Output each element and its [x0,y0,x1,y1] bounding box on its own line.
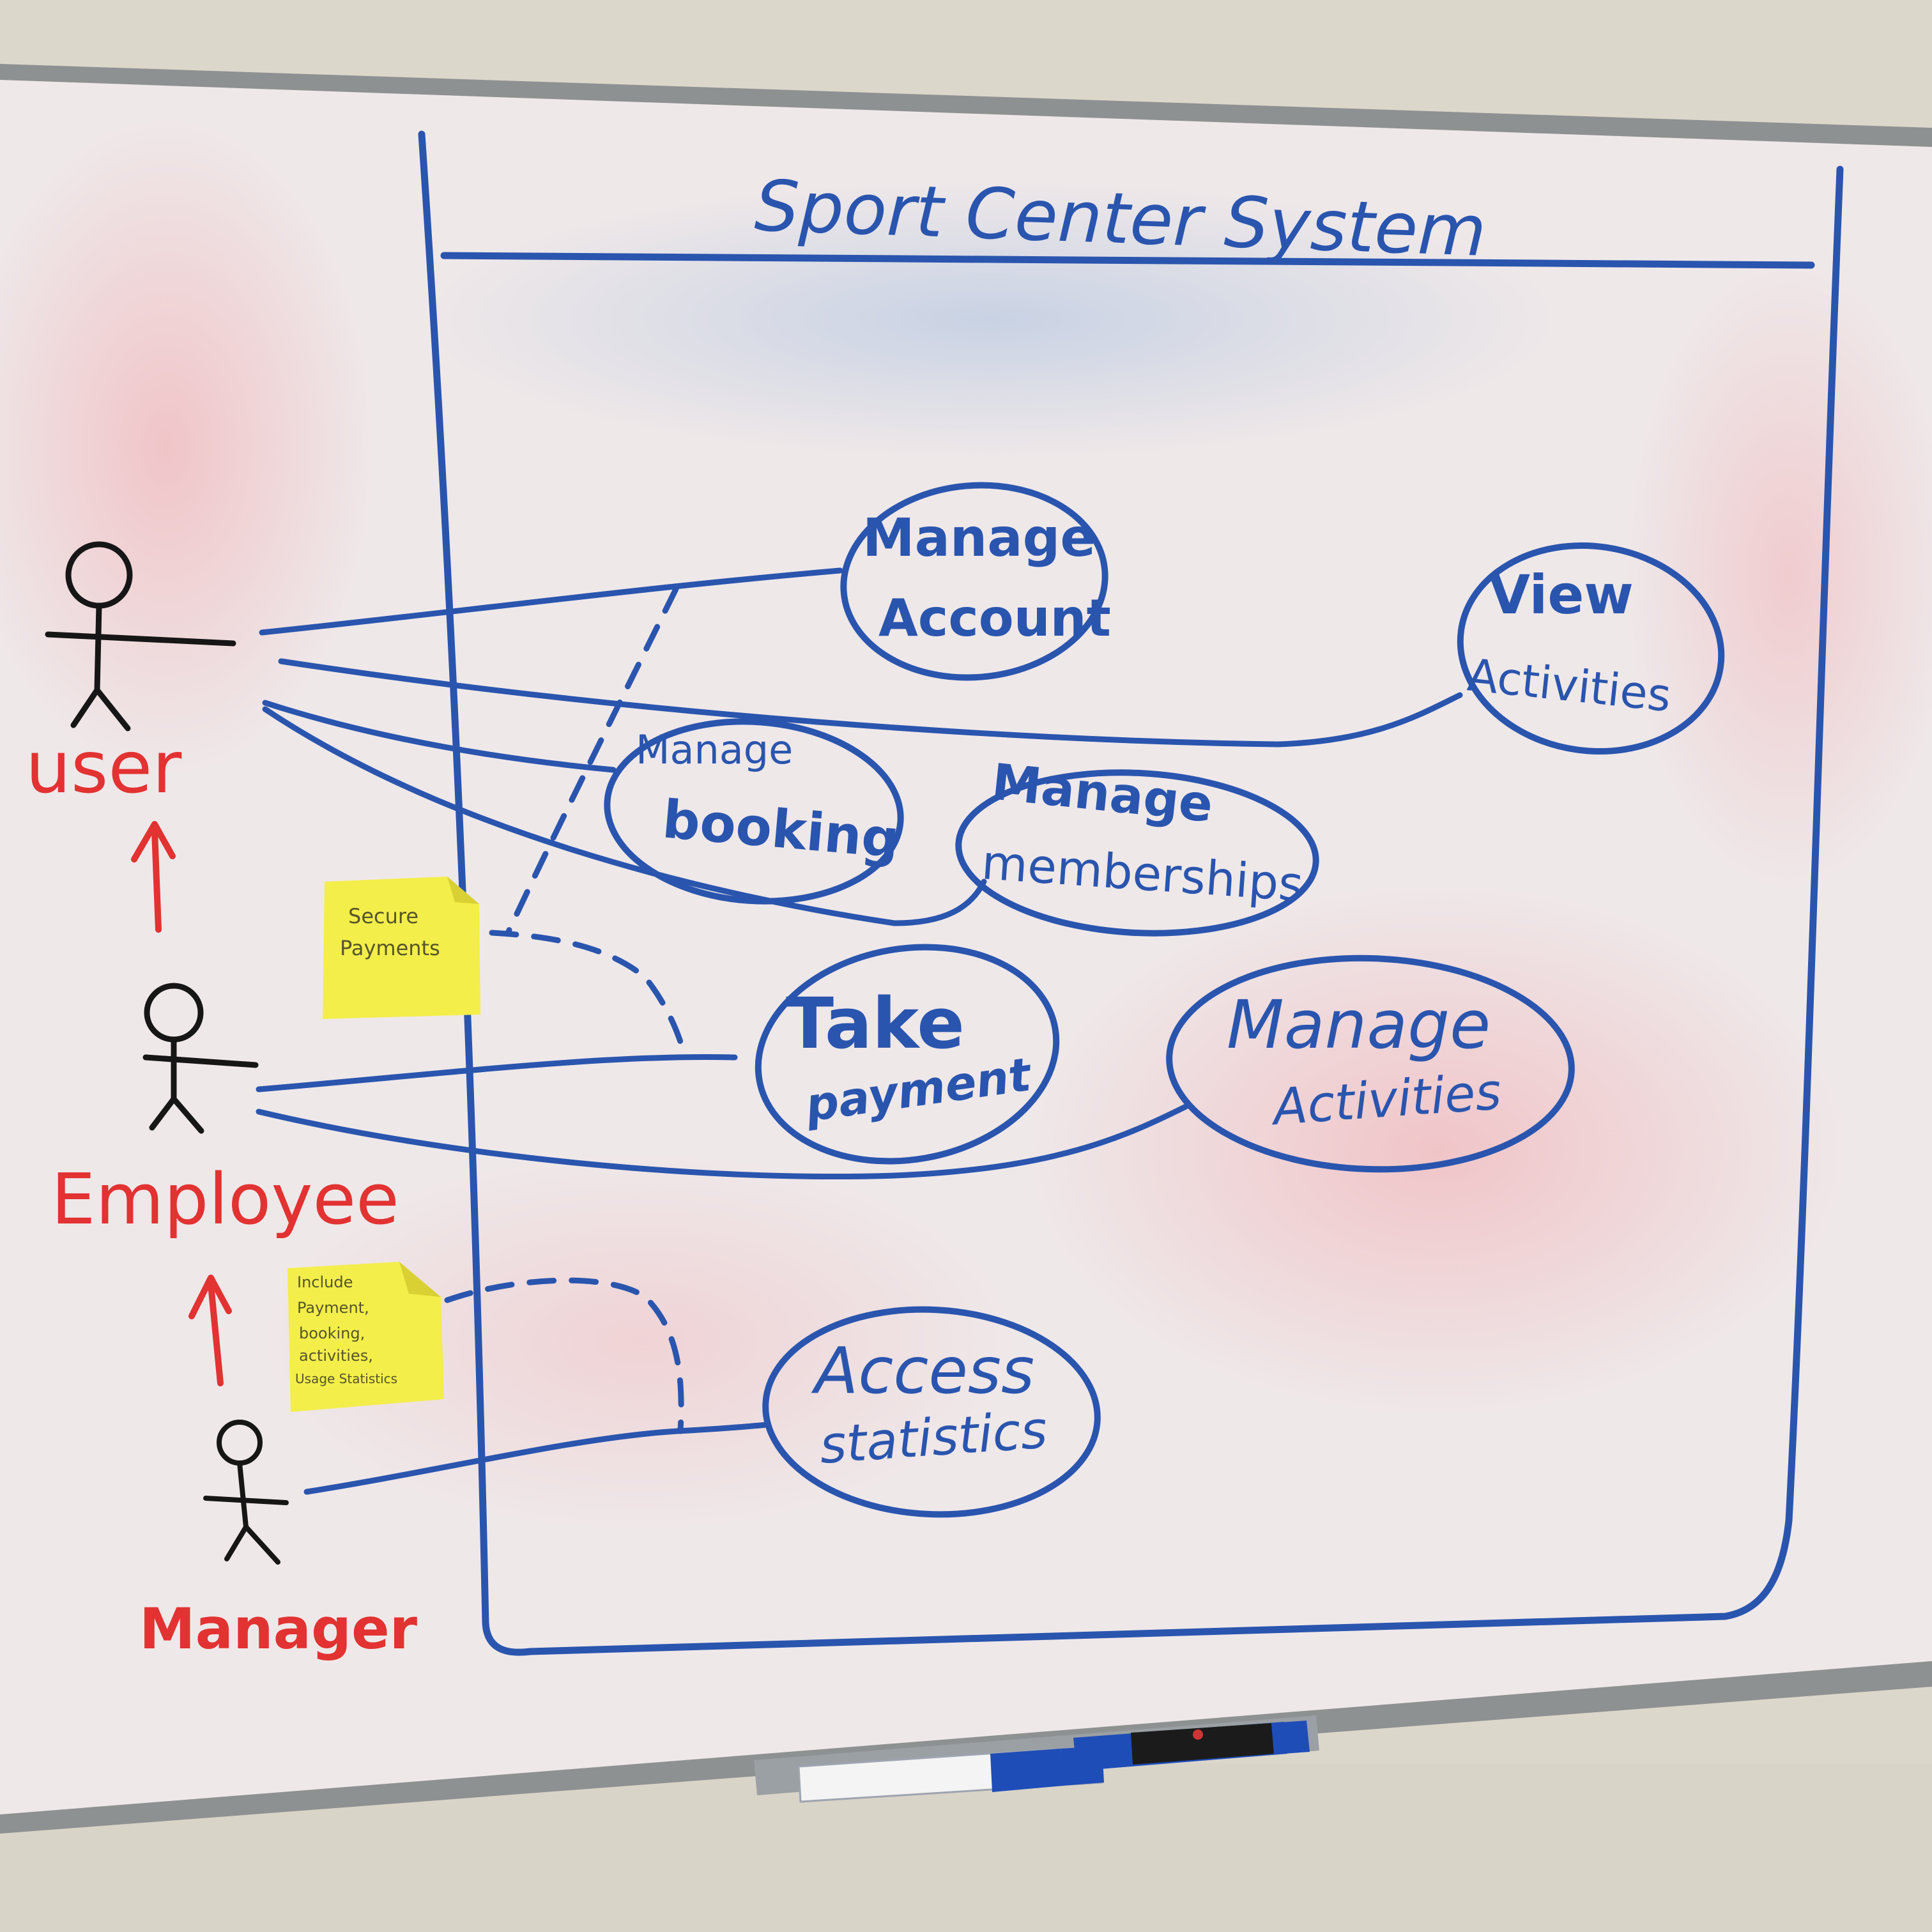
manage-memberships-ellipse [955,769,1319,937]
secure-payments-line-1: Secure [348,904,418,928]
actor-user-figure [45,541,236,732]
include-note-line-5: Usage Statistics [295,1371,397,1386]
smudge [1022,882,1853,1418]
actor-manager-label: Manager [139,1596,418,1662]
manage-activities-label-1: Manage [1227,986,1491,1064]
blue-marker [797,1745,1104,1803]
actor-manager-figure [203,1420,289,1565]
smudge [256,1150,1022,1533]
take-payment-ellipse [755,944,1060,1165]
association-lines [256,567,1463,1495]
actor-employee-figure [142,983,259,1134]
include-dashes [444,586,686,1434]
view-activities-label-1: View [1489,564,1634,626]
manage-account-label-2: Account [878,588,1111,648]
sticky-note-secure-payments: Secure Payments [323,877,480,1019]
manage-booking-label-1: Manage [636,726,793,773]
include-note-line-4: activities, [299,1347,373,1365]
manage-account-ellipse [840,482,1108,681]
include-note-line-3: booking, [299,1324,365,1342]
actor-employee-label: Employee [51,1158,399,1240]
access-statistics-label-1: Access [811,1333,1034,1408]
smudge [415,179,1565,460]
smudge [1623,256,1932,894]
manage-booking-ellipse [604,718,904,905]
actor-user-label: user [26,726,182,809]
include-note-line-2: Payment, [297,1299,369,1317]
smudge [0,115,377,779]
black-marker [1073,1721,1310,1771]
generalization-arrows [131,821,232,1386]
take-payment-label-1: Take [786,983,965,1064]
manage-account-label-1: Manage [862,508,1096,569]
include-note-line-1: Include [297,1273,353,1291]
secure-payments-line-2: Payments [340,936,440,960]
sticky-note-include: Include Payment, booking, activities, Us… [288,1262,444,1412]
view-activities-ellipse [1457,542,1725,755]
use-case-ellipses [604,482,1725,1518]
access-statistics-ellipse [762,1306,1101,1518]
manage-activities-ellipse [1166,954,1575,1173]
